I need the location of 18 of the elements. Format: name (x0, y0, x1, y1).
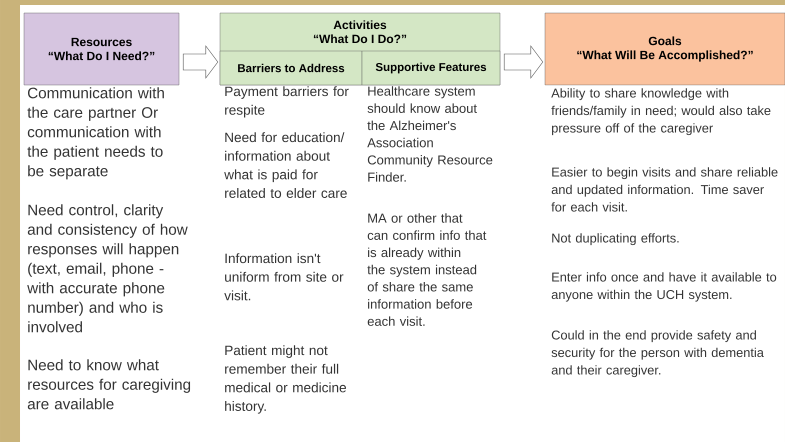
cell-text: Need control, clarity and consistency of how responses will happen (text, email, phone - with accurate phone number) and who is involved (27, 204, 188, 332)
cell-text: Could in the end provide safety and security for the person with dementia and their caregiver. (552, 330, 764, 378)
cell-text: Easier to begin visits and share reliable and updated information. Time saver for each visit. (551, 167, 778, 212)
column-header: Goals “What Will Be Accomplished?” (544, 12, 785, 86)
cell-text: MA or other that can confirm info that is already within the system instead of share the same information before each visit. (367, 213, 486, 326)
cell-text: Need to know what resources for caregiving are available (28, 359, 190, 410)
block-arrow (182, 45, 218, 79)
cell-text: Payment barriers for respite (225, 86, 349, 118)
cell-text: Patient might not remember their full medical or medicine history. (225, 345, 346, 414)
cell-text: Enter info once and have it available to anyone within the UCH system. (552, 272, 776, 302)
column-header: Resources “What Do I Need?” (24, 12, 180, 86)
cell-text: Need for education/ information about what is paid for related to elder care (224, 132, 347, 198)
block-arrow (504, 45, 544, 79)
cell-text: Not duplicating efforts. (552, 233, 679, 246)
cell-text: Information isn't uniform from site or visit. (224, 253, 344, 300)
cell-text: Healthcare system should know about the Alzheimer's Association Community Resource Finder. (367, 86, 492, 182)
subheader-cell: Supportive Features (362, 50, 500, 86)
subheader-cell: Barriers to Address (220, 50, 362, 86)
